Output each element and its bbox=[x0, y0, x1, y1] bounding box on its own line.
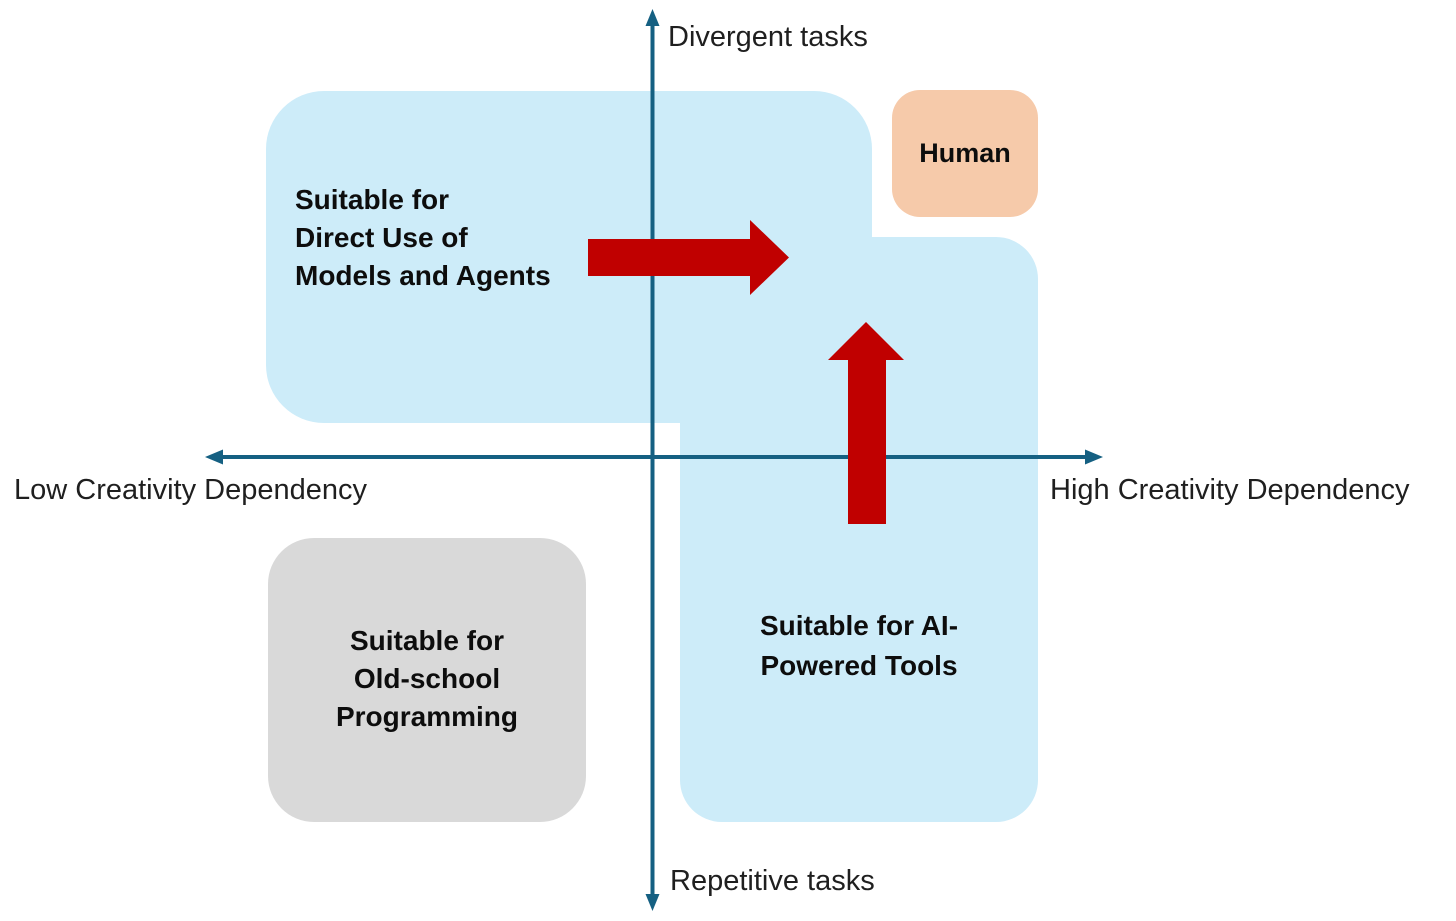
region-ai-tools-label: Suitable for AI- Powered Tools bbox=[680, 606, 1038, 686]
axis-arrowhead-up-icon bbox=[645, 9, 660, 26]
region-old-school-label-line1: Suitable for bbox=[349, 625, 504, 656]
human-box-label: Human bbox=[919, 138, 1011, 168]
axis-label-divergent-tasks: Divergent tasks bbox=[668, 21, 868, 53]
axis-label-repetitive-tasks: Repetitive tasks bbox=[670, 865, 875, 897]
human-box: Human bbox=[892, 90, 1038, 217]
axis-label-high-creativity: High Creativity Dependency bbox=[1050, 474, 1410, 506]
axis-arrowhead-right-icon bbox=[1085, 449, 1103, 465]
region-direct-use-label: Suitable for Direct Use of Models and Ag… bbox=[295, 181, 551, 295]
region-direct-use-label-line2: Direct Use of bbox=[295, 222, 468, 253]
axis-arrowhead-down-icon bbox=[645, 894, 660, 911]
axis-label-low-creativity: Low Creativity Dependency bbox=[14, 474, 368, 506]
region-ai-powered-tools bbox=[680, 237, 1038, 822]
region-direct-use-label-line3: Models and Agents bbox=[295, 260, 551, 291]
region-old-school-label: Suitable for Old-school Programming bbox=[268, 622, 586, 736]
region-ai-tools-label-line1: Suitable for AI- bbox=[759, 610, 959, 641]
axis-arrowhead-left-icon bbox=[205, 449, 223, 465]
region-old-school-label-line3: Programming bbox=[335, 701, 519, 732]
region-ai-tools-label-line2: Powered Tools bbox=[760, 650, 958, 681]
region-old-school-programming bbox=[268, 538, 586, 822]
region-direct-use-label-line1: Suitable for bbox=[295, 184, 450, 215]
region-old-school-label-line2: Old-school bbox=[353, 663, 501, 694]
